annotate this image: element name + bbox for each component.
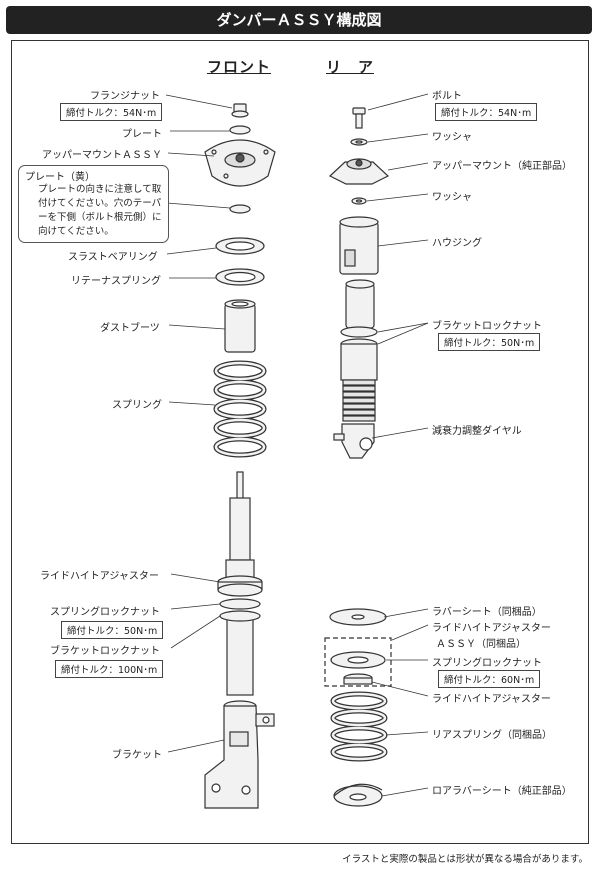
rear-label-lower-rubber-seat: ロアラバーシート（純正部品） bbox=[432, 786, 572, 797]
front-label-flange-nut: フランジナット bbox=[90, 91, 160, 102]
rear-label-washer-top: ワッシャ bbox=[432, 132, 472, 143]
rear-label-bolt: ボルト bbox=[432, 91, 462, 102]
rear-ride-height-adjuster-icon bbox=[343, 673, 373, 685]
rear-bellows-icon bbox=[342, 379, 376, 422]
rear-label-spring-lock-nut: スプリングロックナット bbox=[432, 658, 542, 669]
rear-washer-bottom-icon bbox=[351, 197, 367, 205]
rear-torque-bracket-lock-nut: 締付トルク：50N･m bbox=[438, 333, 541, 351]
front-label-spring-lock-nut: スプリングロックナット bbox=[50, 607, 160, 618]
front-torque-flange-nut: 締付トルク：54N･m bbox=[60, 103, 163, 121]
front-label-retainer-spring: リテーナスプリング bbox=[71, 276, 161, 287]
rear-torque-bolt: 締付トルク：54N･m bbox=[435, 103, 538, 121]
front-spring-icon-inner bbox=[214, 361, 266, 457]
footnote: イラストと実際の製品とは形状が異なる場合があります。 bbox=[342, 854, 588, 865]
front-label-bracket-lock-nut: ブラケットロックナット bbox=[50, 646, 160, 657]
front-label-thrust-bearing: スラストベアリング bbox=[68, 252, 158, 263]
page-title: ダンパーＡＳＳＹ構成図 bbox=[6, 6, 592, 34]
front-upper-mount-icon bbox=[204, 139, 276, 187]
front-bracket-icon bbox=[204, 700, 275, 809]
front-torque-bracket-lock-nut: 締付トルク：100N･m bbox=[55, 660, 164, 678]
rear-label-rear-spring: リアスプリング（同梱品） bbox=[432, 730, 552, 741]
leader-lines bbox=[165, 93, 429, 797]
front-heading: フロント bbox=[207, 58, 272, 76]
rear-rubber-sheet-icon bbox=[329, 608, 387, 626]
rear-lower-rubber-seat-icon bbox=[333, 783, 383, 807]
front-label-ride-height-adjuster: ライドハイトアジャスター bbox=[40, 571, 159, 582]
rear-spring-lock-nut-icon bbox=[330, 651, 386, 669]
front-torque-spring-lock-nut: 締付トルク：50N･m bbox=[61, 621, 164, 639]
front-plate-icon bbox=[229, 125, 251, 135]
front-damper-body-icon bbox=[225, 471, 255, 696]
rear-torque-spring-lock-nut: 締付トルク：60N･m bbox=[438, 670, 541, 688]
rear-heading: リ ア bbox=[326, 58, 375, 76]
front-thrust-bearing-icon bbox=[215, 237, 265, 255]
front-spring-lock-nut-icon bbox=[219, 598, 261, 610]
rear-bolt-icon bbox=[352, 107, 366, 129]
front-bracket-lock-nut-icon bbox=[219, 610, 261, 622]
note-body: プレートの向きに注意して取付けてください。穴のテーパーを下側（ボルト根元側）に向… bbox=[38, 184, 162, 237]
rear-label-damping-dial: 減衰力調整ダイヤル bbox=[432, 426, 522, 437]
front-dust-boot-icon bbox=[224, 299, 256, 353]
front-flange-nut-icon bbox=[231, 103, 249, 118]
rear-label-ride-height-assy-line1: ライドハイトアジャスター bbox=[432, 623, 551, 634]
rear-label-upper-mount: アッパーマウント（純正部品） bbox=[432, 161, 572, 172]
front-label-spring: スプリング bbox=[112, 400, 162, 411]
front-label-plate: プレート bbox=[122, 129, 162, 140]
front-label-upper-mount: アッパーマウントＡＳＳＹ bbox=[42, 150, 162, 161]
front-ride-height-adjuster-icon bbox=[217, 575, 263, 597]
rear-damper-body-icon bbox=[340, 279, 378, 381]
rear-ride-height-assy-bracket bbox=[324, 637, 392, 687]
rear-label-housing: ハウジング bbox=[432, 238, 482, 249]
front-yellow-plate-icon bbox=[229, 204, 251, 214]
rear-label-ride-height-assy-line2: ＡＳＳＹ（同梱品） bbox=[436, 639, 526, 650]
rear-label-rubber-sheet: ラバーシート（同梱品） bbox=[432, 607, 542, 618]
front-retainer-spring-icon bbox=[215, 268, 265, 286]
rear-housing-icon bbox=[339, 216, 379, 275]
rear-label-washer-bottom: ワッシャ bbox=[432, 192, 472, 203]
rear-spring-icon bbox=[330, 691, 388, 762]
diagram-frame bbox=[11, 40, 589, 844]
front-plate-note: プレート（黄） プレートの向きに注意して取付けてください。穴のテーパーを下側（ボ… bbox=[18, 165, 169, 243]
rear-label-ride-height-adjuster: ライドハイトアジャスター bbox=[432, 694, 551, 705]
rear-washer-top-icon bbox=[350, 138, 368, 146]
rear-damping-dial-icon bbox=[333, 423, 375, 459]
rear-upper-mount-icon bbox=[328, 158, 390, 185]
front-label-dust-boot: ダストブーツ bbox=[100, 323, 160, 334]
front-label-bracket: ブラケット bbox=[112, 750, 162, 761]
rear-label-bracket-lock-nut: ブラケットロックナット bbox=[432, 321, 542, 332]
note-title: プレート（黄） bbox=[25, 172, 95, 183]
